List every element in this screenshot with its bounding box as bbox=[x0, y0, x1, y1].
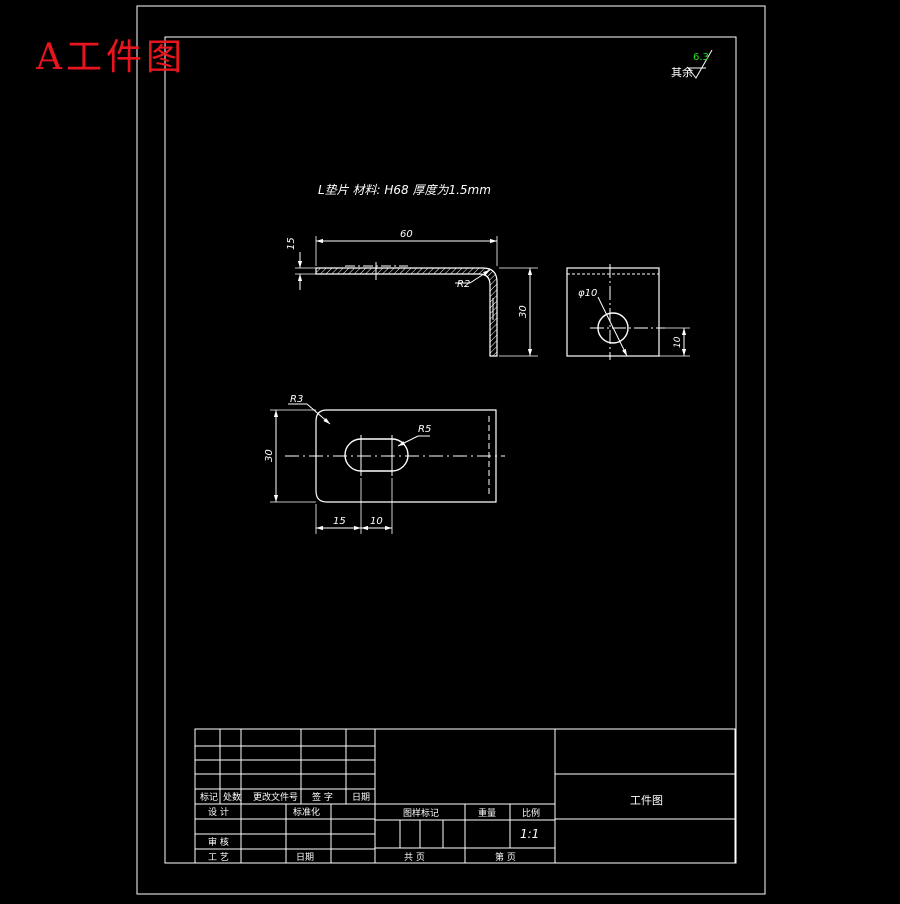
tb-drawing-name: 工件图 bbox=[630, 794, 663, 807]
title-block-text: 标记 处数 更改文件号 签 字 日期 设 计 标准化 审 核 工 艺 日期 图样… bbox=[200, 791, 663, 863]
tb-col-doc: 更改文件号 bbox=[253, 791, 298, 803]
tb-design: 设 计 bbox=[208, 806, 229, 818]
part-note: L垫片 材料: H68 厚度为1.5mm bbox=[318, 183, 491, 197]
tb-sheet-no: 第 页 bbox=[495, 851, 516, 863]
title-block bbox=[194, 728, 736, 864]
roughness-value: 6.3 bbox=[693, 52, 709, 63]
outer-frame bbox=[136, 5, 766, 895]
plan-view: R3 R5 30 15 10 bbox=[264, 394, 505, 534]
tb-date: 日期 bbox=[296, 852, 314, 863]
dim-slot-10: 10 bbox=[370, 516, 383, 527]
side-view: 60 15 R2 30 bbox=[286, 229, 538, 357]
dim-30-width: 30 bbox=[264, 449, 275, 462]
tb-scale-value: 1:1 bbox=[520, 827, 539, 841]
dim-r5: R5 bbox=[418, 424, 431, 435]
tb-col-sign: 签 字 bbox=[312, 791, 333, 803]
dim-30-height: 30 bbox=[518, 305, 529, 318]
inner-frame bbox=[164, 36, 737, 864]
tb-process: 工 艺 bbox=[208, 852, 229, 863]
dim-phi10: φ10 bbox=[578, 288, 597, 299]
dim-r3: R3 bbox=[290, 394, 303, 405]
corner-label: A工件图 bbox=[36, 37, 186, 78]
roughness-prefix: 其余 bbox=[671, 65, 693, 79]
dim-60: 60 bbox=[400, 229, 413, 240]
tb-col-mark: 标记 bbox=[200, 791, 218, 803]
dim-slot-15: 15 bbox=[333, 516, 346, 527]
dim-10-end: 10 bbox=[673, 336, 683, 348]
end-view: φ10 10 bbox=[566, 264, 690, 360]
tb-col-count: 处数 bbox=[223, 791, 241, 803]
tb-sheets-total: 共 页 bbox=[404, 852, 425, 863]
tb-col-date: 日期 bbox=[352, 792, 370, 803]
tb-scale-label: 比例 bbox=[522, 807, 540, 819]
dim-15-thickness: 15 bbox=[286, 237, 297, 250]
tb-standard: 标准化 bbox=[293, 806, 320, 818]
tb-weight: 重量 bbox=[478, 807, 496, 819]
tb-stage: 图样标记 bbox=[403, 807, 439, 819]
tb-review: 审 核 bbox=[208, 836, 229, 848]
roughness-symbol: 其余 6.3 bbox=[671, 49, 713, 79]
dim-r2: R2 bbox=[457, 279, 470, 290]
